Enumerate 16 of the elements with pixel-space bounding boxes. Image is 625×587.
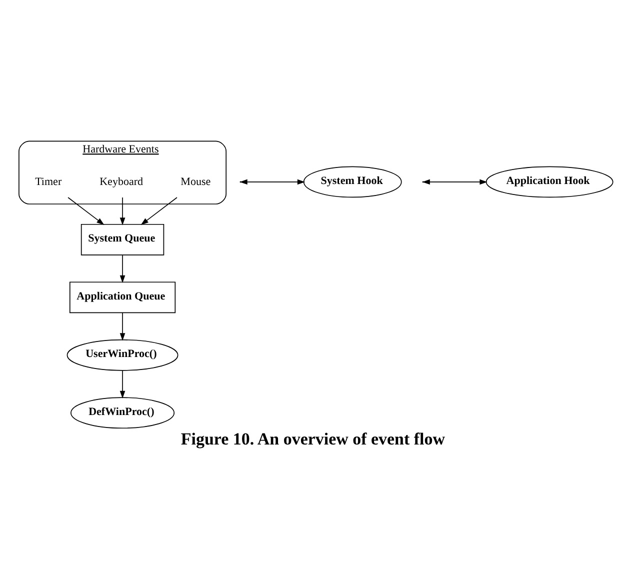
node-box: System Queue [80,223,164,255]
node-text: Mouse [180,175,211,188]
node-box: Application Queue [69,281,176,313]
arrow [120,370,126,398]
arrow [120,196,126,225]
arrow [120,312,126,340]
node-text: Keyboard [100,175,144,188]
caption: Figure 10. An overview of event flow [180,428,445,448]
node-ellipse: DefWinProc() [70,396,175,428]
node-ellipse: UserWinProc() [66,338,178,370]
node-ellipse: Application Hook [486,166,614,198]
arrow [120,254,126,283]
node-text: Timer [35,175,62,188]
node-ellipse: System Hook [303,166,402,198]
arrow [140,196,178,224]
arrow [68,196,104,224]
